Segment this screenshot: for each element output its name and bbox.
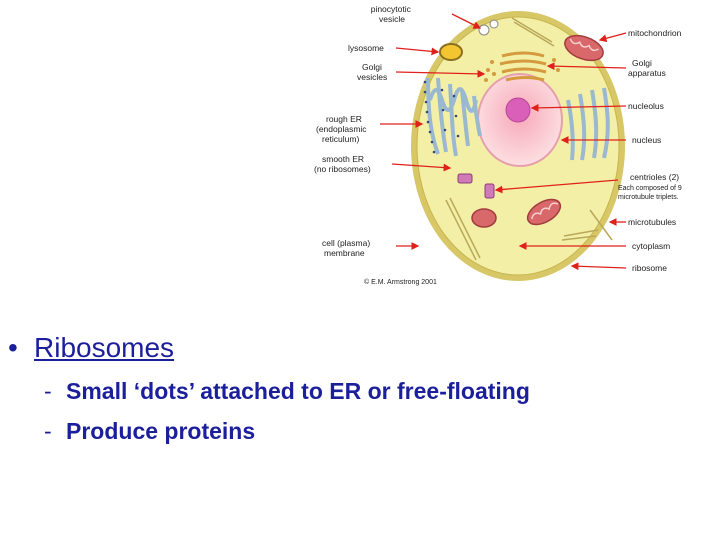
sub-bullet-dash: - bbox=[44, 418, 52, 444]
centrioles-shape bbox=[457, 173, 495, 199]
nucleus-shape bbox=[477, 73, 563, 167]
golgi-apparatus-shape bbox=[499, 51, 547, 82]
microtubules-lines bbox=[445, 17, 613, 261]
label-cell-membrane: cell (plasma) membrane bbox=[322, 238, 373, 258]
bullet-marker: • bbox=[8, 332, 18, 363]
label-lysosome: lysosome bbox=[348, 43, 384, 53]
lysosome-shape bbox=[439, 43, 463, 61]
label-golgi-apparatus: Golgi apparatus bbox=[628, 58, 666, 78]
animal-cell-diagram: pinocytotic vesicle lysosome Golgi vesic… bbox=[300, 0, 710, 292]
label-golgi-vesicles: Golgi vesicles bbox=[357, 62, 387, 82]
label-nucleus: nucleus bbox=[632, 135, 661, 145]
bullet-title: Ribosomes bbox=[34, 332, 175, 363]
copyright-text: © E.M. Armstrong 2001 bbox=[364, 278, 437, 286]
rough-er-dots-left bbox=[423, 80, 460, 154]
label-ribosome: ribosome bbox=[632, 263, 667, 273]
golgi-vesicles-shape bbox=[484, 58, 560, 82]
label-nucleolus: nucleolus bbox=[628, 101, 664, 111]
sub-bullet-text: Small ‘dots’ attached to ER or free-floa… bbox=[66, 378, 530, 404]
label-rough-er: rough ER (endoplasmic reticulum) bbox=[316, 114, 369, 144]
label-cytoplasm: cytoplasm bbox=[632, 241, 670, 251]
label-pinocytotic-vesicle: pinocytotic vesicle bbox=[371, 4, 414, 24]
cell-illustration: pinocytotic vesicle lysosome Golgi vesic… bbox=[314, 4, 686, 286]
sub-bullet-dash: - bbox=[44, 378, 52, 404]
label-arrows bbox=[380, 13, 627, 271]
rough-er-right bbox=[566, 87, 610, 161]
mitochondria-shapes bbox=[471, 34, 604, 228]
rough-er-left bbox=[426, 77, 482, 157]
pinocytotic-vesicles bbox=[478, 19, 499, 36]
label-microtubules: microtubules bbox=[628, 217, 676, 227]
label-smooth-er: smooth ER (no ribosomes) bbox=[314, 154, 371, 174]
sub-bullet-text: Produce proteins bbox=[66, 418, 256, 444]
label-mitochondrion: mitochondrion bbox=[628, 28, 682, 38]
label-centrioles: centrioles (2) Each composed of 9 microt… bbox=[618, 167, 686, 201]
